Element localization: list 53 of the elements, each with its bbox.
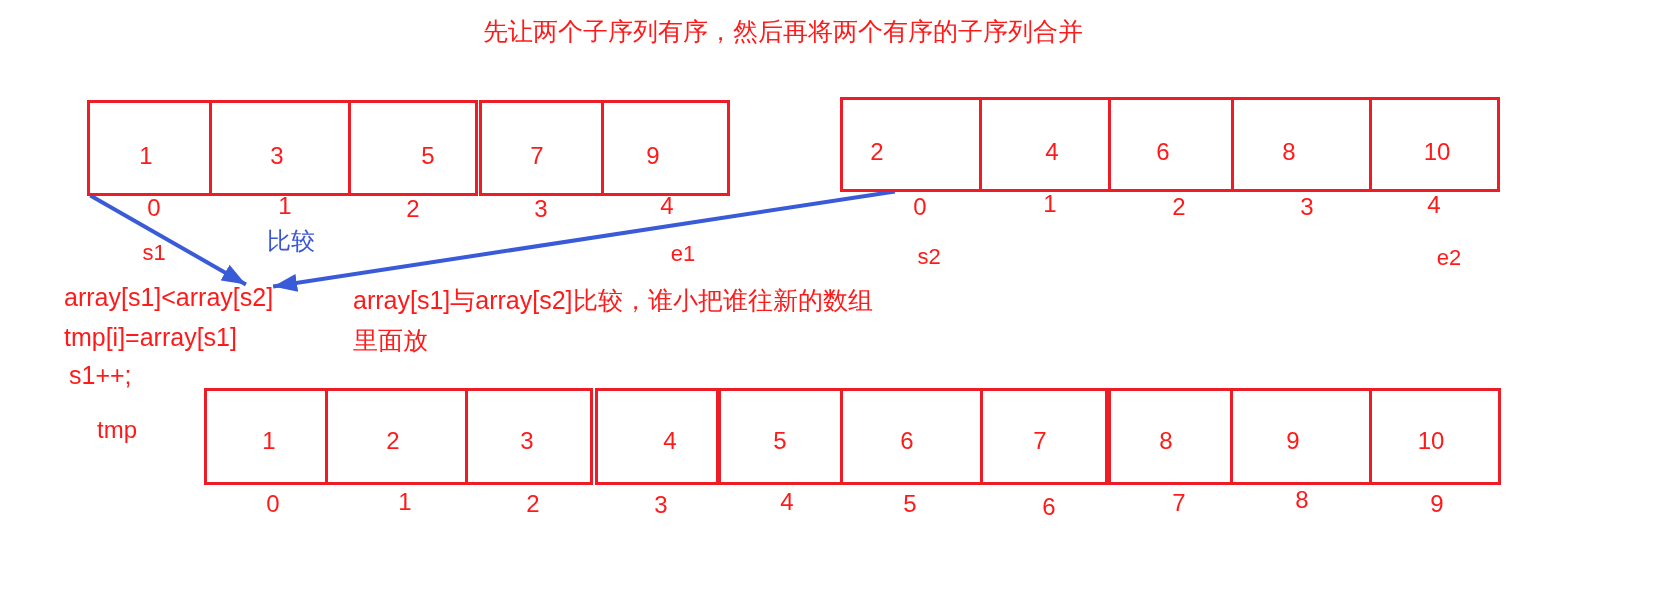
- index-number: 2: [1172, 195, 1186, 219]
- cell-value: 7: [530, 144, 544, 168]
- index-number: 9: [1430, 492, 1444, 516]
- index-number: 4: [1427, 193, 1441, 217]
- note-text: array[s1]与array[s2]比较，谁小把谁往新的数组里面放: [353, 285, 874, 356]
- cell-value: 2: [870, 140, 884, 164]
- index-number: 1: [1043, 192, 1057, 216]
- index-number: 4: [660, 194, 674, 218]
- code-text: s1++;: [69, 362, 132, 388]
- cell-value: 10: [1423, 140, 1451, 164]
- cell-value: 1: [262, 429, 276, 453]
- index-number: 8: [1295, 488, 1309, 512]
- cell-value: 8: [1159, 429, 1173, 453]
- cell-value: 7: [1033, 429, 1047, 453]
- pointer-label: s2: [917, 246, 941, 268]
- index-number: 0: [913, 195, 927, 219]
- cell-value: 4: [663, 429, 677, 453]
- pointer-label: e2: [1436, 247, 1462, 269]
- index-number: 1: [398, 490, 412, 514]
- cell-value: 5: [773, 429, 787, 453]
- index-number: 0: [147, 196, 161, 220]
- index-number: 3: [1300, 195, 1314, 219]
- index-number: 7: [1172, 491, 1186, 515]
- code-text: array[s1]<array[s2]: [64, 284, 274, 310]
- array-name: tmp: [97, 418, 137, 442]
- cell-value: 3: [270, 144, 284, 168]
- cell-value: 9: [646, 144, 660, 168]
- index-number: 0: [266, 492, 280, 516]
- arrow: [272, 189, 896, 292]
- index-number: 6: [1042, 495, 1056, 519]
- title: 先让两个子序列有序，然后再将两个有序的子序列合并: [483, 18, 1083, 44]
- index-number: 3: [654, 493, 668, 517]
- index-number: 2: [406, 197, 420, 221]
- cell-value: 3: [520, 429, 534, 453]
- annotation-text: 比较: [267, 229, 315, 253]
- cell-value: 5: [421, 144, 435, 168]
- cell-value: 6: [900, 429, 914, 453]
- pointer-label: s1: [142, 242, 166, 264]
- arrow: [89, 193, 247, 287]
- index-number: 3: [534, 197, 548, 221]
- index-number: 4: [780, 490, 794, 514]
- cell-value: 6: [1156, 140, 1170, 164]
- index-number: 2: [526, 492, 540, 516]
- cell-value: 4: [1045, 140, 1059, 164]
- cell-value: 8: [1282, 140, 1296, 164]
- cell-value: 2: [386, 429, 400, 453]
- pointer-label: e1: [670, 243, 696, 265]
- index-number: 5: [903, 492, 917, 516]
- index-number: 1: [278, 194, 292, 218]
- cell-value: 1: [139, 144, 153, 168]
- code-text: tmp[i]=array[s1]: [64, 325, 237, 350]
- cell-value: 9: [1286, 429, 1300, 453]
- cell-value: 10: [1417, 429, 1445, 453]
